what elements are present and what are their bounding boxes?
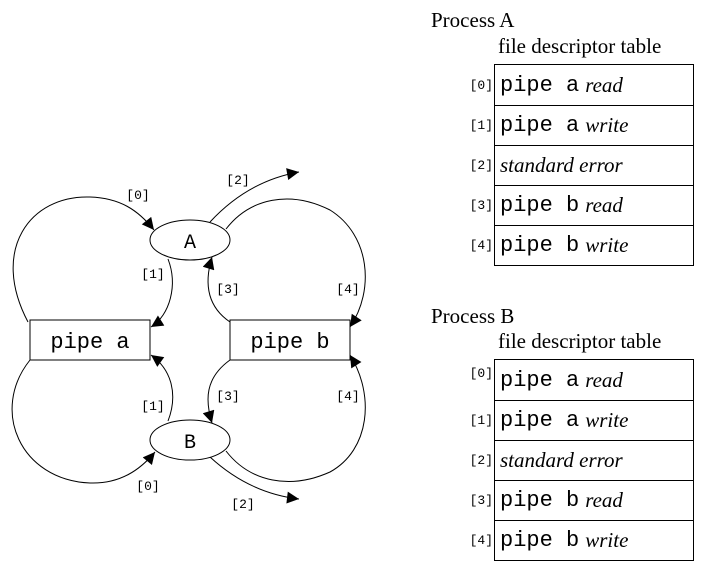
fd-mode: write: [585, 233, 629, 257]
edge-a-4: [225, 198, 366, 328]
edge-label-b-4: [4]: [336, 389, 359, 404]
table-row: [3] pipe b read: [470, 480, 693, 520]
process-b-subtitle: file descriptor table: [498, 329, 662, 353]
process-b-fd-table: [0] pipe a read [1] pipe a write [2] sta…: [470, 359, 694, 561]
process-a-label: A: [184, 232, 196, 255]
edge-label-b-3: [3]: [216, 389, 239, 404]
edge-label-a-0: [0]: [126, 188, 149, 203]
fd-index: [2]: [469, 158, 493, 173]
edge-b-4: [225, 354, 366, 482]
fd-pipe: pipe a: [500, 367, 580, 393]
process-a-fd-table: [0] pipe a read [1] pipe a write [2] sta…: [470, 64, 694, 266]
fd-mode: read: [585, 488, 623, 512]
process-b-title: Process B: [431, 304, 515, 328]
fd-index: [3]: [469, 493, 493, 508]
pipe-b-label: pipe b: [250, 330, 329, 355]
fd-mode: write: [585, 113, 629, 137]
fd-pipe: pipe b: [500, 193, 580, 218]
process-b-node: [149, 419, 231, 461]
table-row: [0] pipe a read: [470, 360, 693, 400]
fd-pipe: pipe b: [500, 528, 580, 553]
edge-label-b-2: [2]: [231, 497, 254, 512]
process-b-label: B: [184, 432, 196, 455]
edge-a-1: [150, 258, 173, 328]
table-row: [4] pipe b write: [470, 225, 693, 265]
table-row: [0] pipe a read: [470, 65, 693, 105]
table-row: [2] standard error: [470, 145, 693, 185]
table-row: [1] pipe a write: [470, 400, 693, 440]
edge-label-a-4: [4]: [336, 282, 359, 297]
pipe-b-node: [229, 319, 351, 361]
fd-pipe: pipe a: [500, 72, 580, 98]
fd-index: [0]: [469, 77, 493, 93]
table-row: [3] pipe b read: [470, 185, 693, 225]
process-a-subtitle: file descriptor table: [498, 34, 662, 58]
edge-b-3: [202, 359, 231, 424]
fd-index: [3]: [469, 198, 493, 213]
fd-mode: read: [585, 367, 623, 392]
edge-label-a-1: [1]: [141, 267, 164, 282]
fd-index: [4]: [469, 238, 493, 253]
table-row: [4] pipe b write: [470, 520, 693, 560]
edge-label-b-1: [1]: [141, 399, 164, 414]
edge-label-b-0: [0]: [136, 479, 159, 494]
fd-mode: write: [585, 528, 629, 552]
fd-pipe: pipe a: [500, 408, 580, 433]
edge-label-a-3: [3]: [216, 282, 239, 297]
edge-b-1: [150, 354, 174, 422]
fd-mode: write: [585, 408, 629, 432]
fd-pipe: pipe a: [500, 113, 580, 138]
edge-b-0: [11, 359, 156, 484]
fd-index: [1]: [469, 413, 493, 428]
fd-text: standard error: [500, 448, 623, 472]
fd-mode: read: [585, 72, 623, 97]
process-a-title: Process A: [431, 8, 515, 32]
fd-text: standard error: [500, 153, 623, 177]
edge-b-2: [209, 456, 300, 504]
fd-pipe: pipe b: [500, 488, 580, 513]
edge-label-a-2: [2]: [226, 173, 249, 188]
pipe-a-node: [29, 319, 151, 361]
fd-mode: read: [585, 193, 623, 217]
edge-a-3: [202, 256, 231, 323]
edge-a-2: [209, 168, 300, 223]
edge-a-0: [12, 196, 155, 323]
fd-index: [2]: [469, 453, 493, 468]
fd-index: [0]: [469, 366, 493, 381]
pipe-a-label: pipe a: [50, 330, 129, 355]
fd-index: [4]: [469, 533, 493, 548]
fd-index: [1]: [469, 118, 493, 133]
table-row: [2] standard error: [470, 440, 693, 480]
process-a-node: [149, 219, 231, 261]
table-row: [1] pipe a write: [470, 105, 693, 145]
fd-pipe: pipe b: [500, 233, 580, 258]
